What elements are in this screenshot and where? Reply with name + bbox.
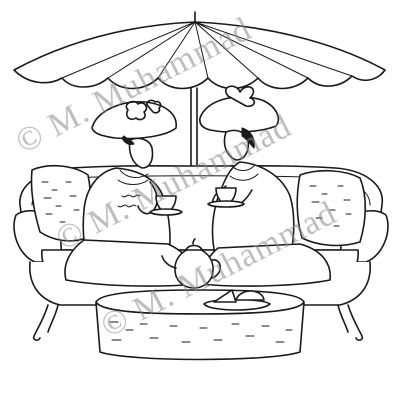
umbrella-ribs <box>14 22 385 78</box>
sofa-left-leg <box>34 305 58 340</box>
cake-plate-dish <box>204 300 270 311</box>
teapot-body <box>175 248 213 288</box>
cake-plate <box>204 290 270 310</box>
teapot-lid <box>186 239 202 250</box>
left-lady-hair <box>122 136 134 145</box>
right-pillow <box>297 171 365 246</box>
right-lady-hair <box>242 128 254 148</box>
tea-table-pattern <box>110 322 292 342</box>
teapot-handle <box>212 260 220 278</box>
left-lady-lace <box>118 195 140 207</box>
cake-slices <box>214 290 264 302</box>
tea-table <box>96 290 304 360</box>
right-pillow-pattern <box>310 186 351 226</box>
umbrella-pole <box>191 88 197 170</box>
left-lady-hat <box>92 102 176 139</box>
left-lady <box>65 100 200 286</box>
teacup-right-saucer <box>208 201 244 207</box>
left-lady-face <box>130 138 153 168</box>
tea-table-body <box>96 302 304 360</box>
right-lady-hat-bow <box>226 86 255 106</box>
right-lady <box>200 86 330 286</box>
left-pillow-pattern <box>42 182 79 222</box>
right-lady-collar <box>230 166 258 180</box>
teacup-left <box>150 196 182 215</box>
teapot <box>162 239 220 288</box>
left-pillow <box>31 166 90 241</box>
tea-table-top <box>96 290 304 314</box>
teacup-right <box>208 188 244 207</box>
umbrella <box>14 12 385 170</box>
teapot-spout <box>162 256 176 268</box>
left-lady-collar <box>118 170 148 185</box>
umbrella-canopy <box>14 22 385 89</box>
sofa-right-leg <box>338 305 362 340</box>
left-lady-hat-flowers <box>126 100 160 119</box>
teacup-left-saucer <box>150 209 182 215</box>
right-lady-face <box>224 130 248 160</box>
